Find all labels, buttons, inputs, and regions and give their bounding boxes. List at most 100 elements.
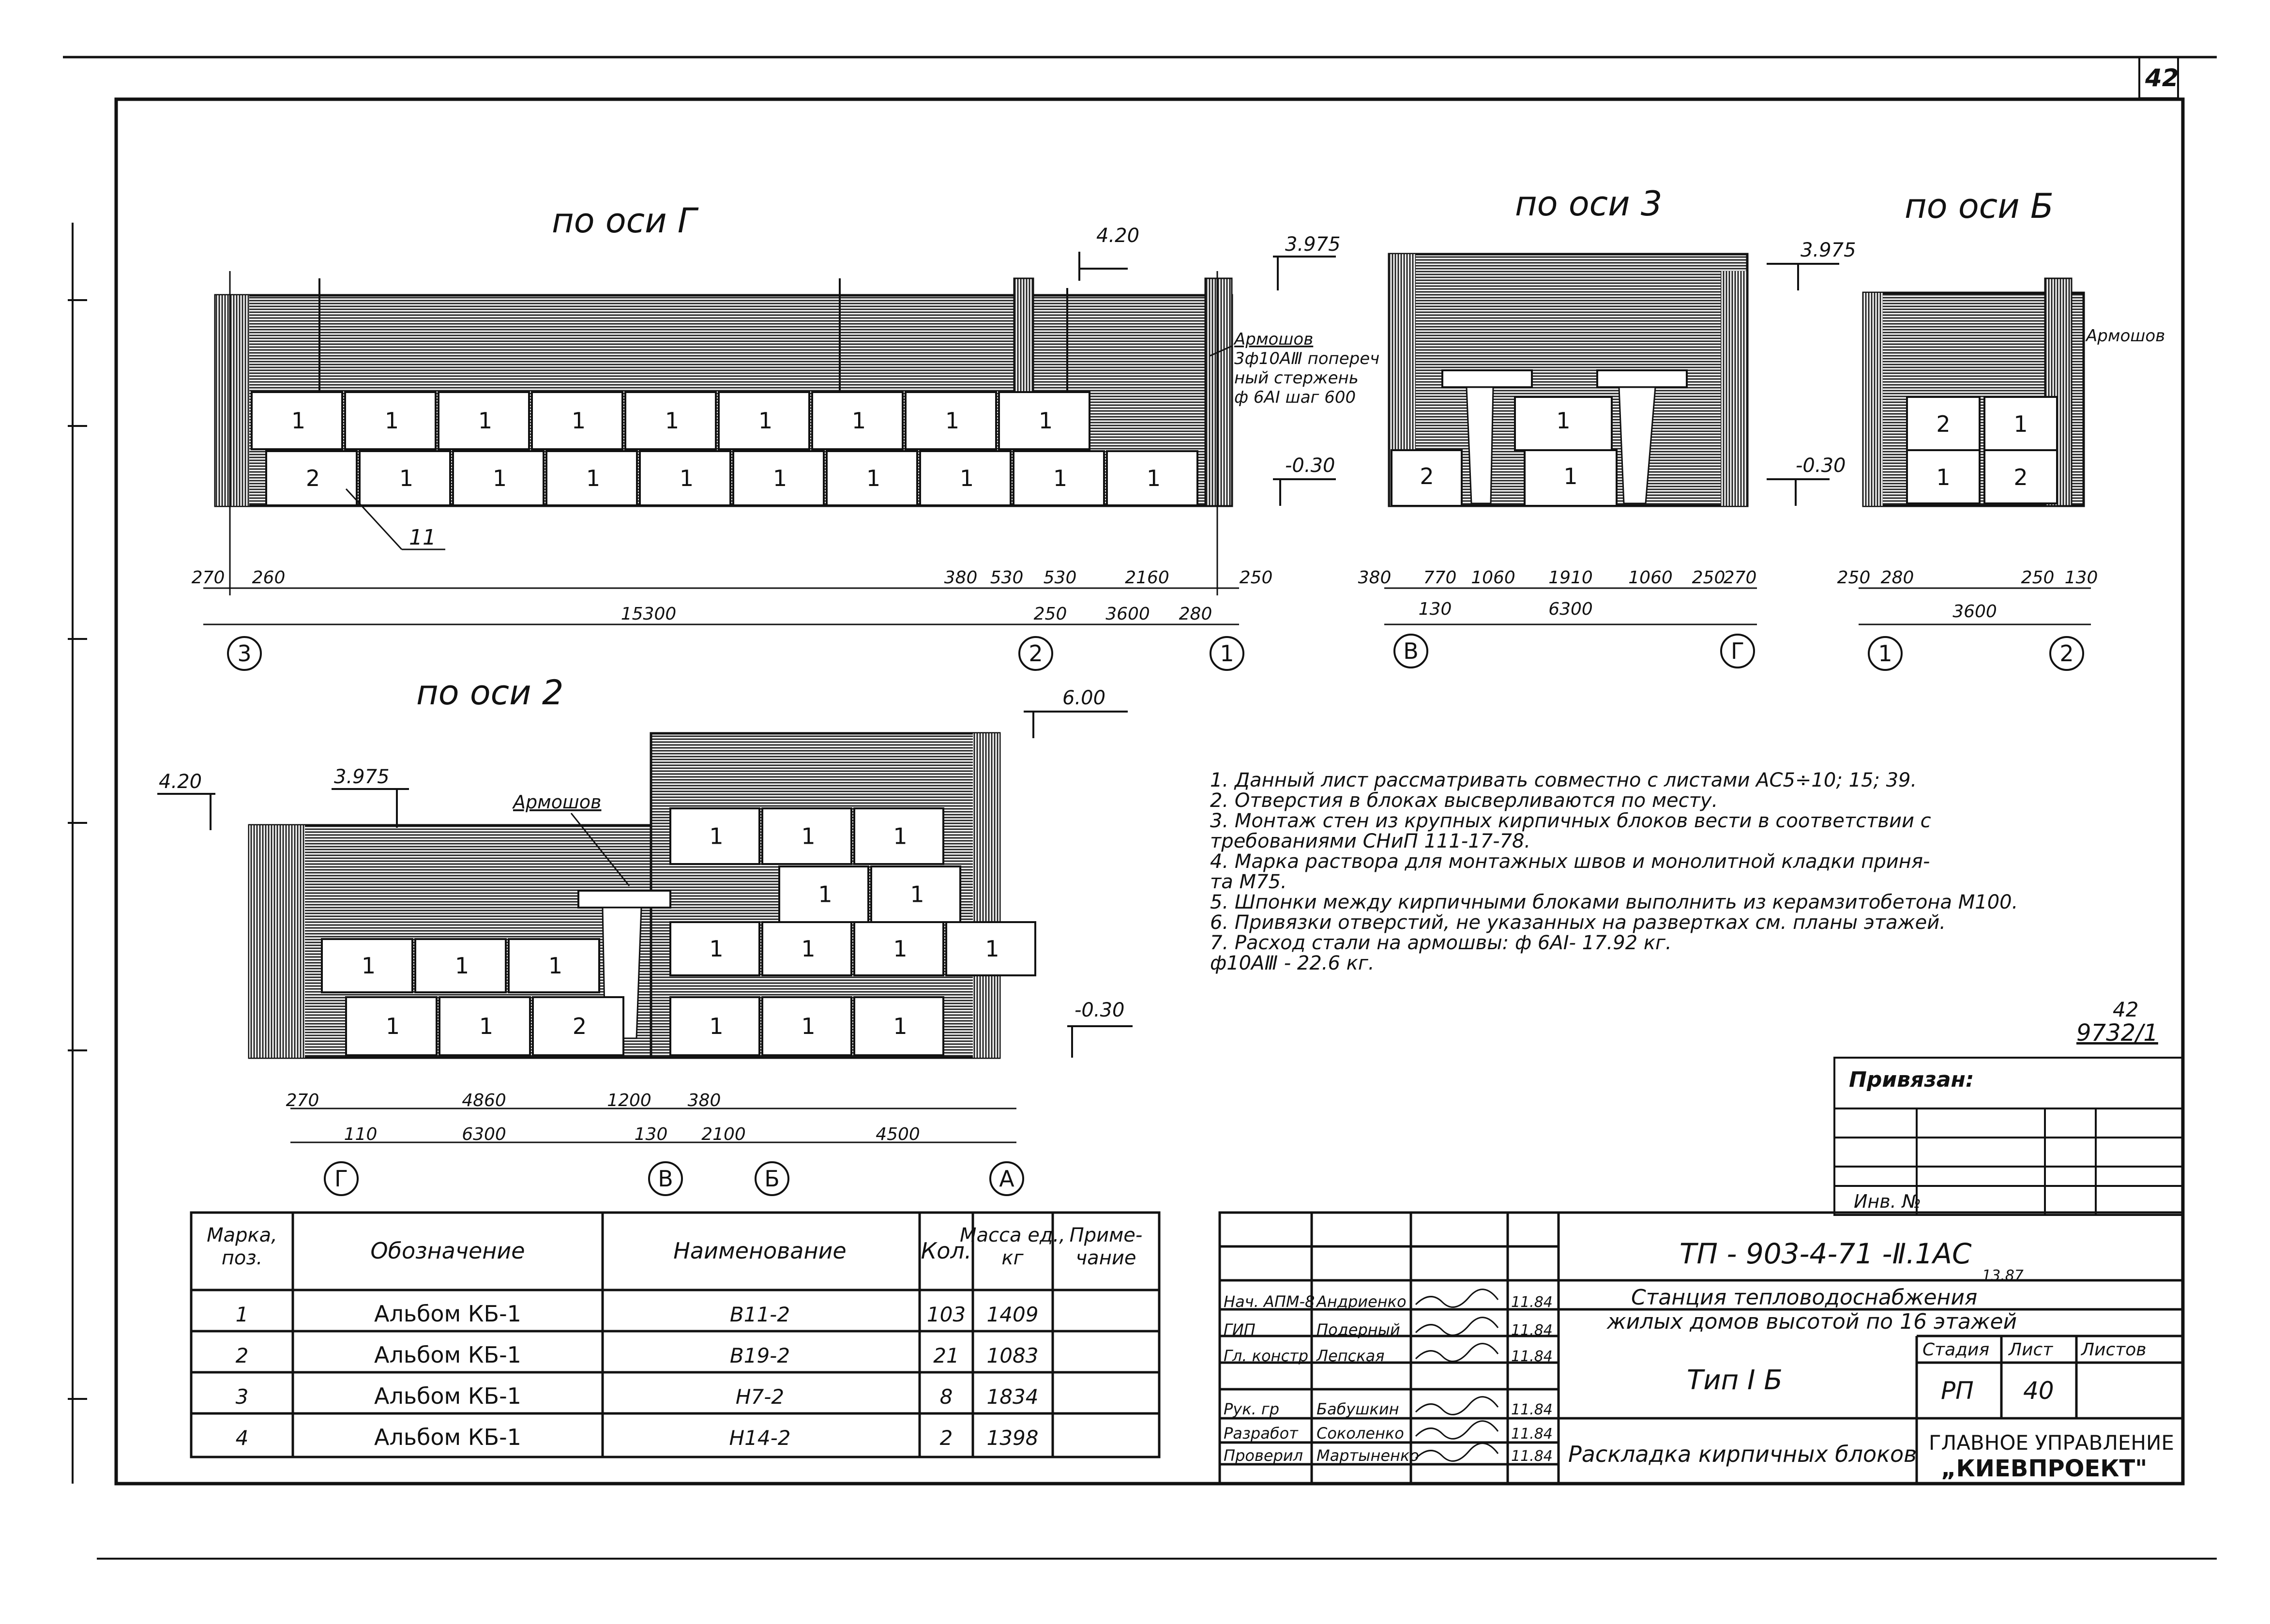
document-subcode: 13.87: [1982, 1267, 2024, 1284]
block-mark: 1: [709, 936, 723, 962]
elevation-marker-left: [157, 793, 215, 830]
brick-block: [545, 450, 638, 506]
dimension-label: 530: [990, 568, 1024, 588]
sheets-header: Листов: [2080, 1340, 2146, 1360]
note-line: 7. Расход стали на армошвы: ф 6АⅠ- 17.92…: [1210, 932, 1672, 954]
table-cell: 1: [236, 1303, 249, 1326]
table-header: Обозначение: [370, 1238, 525, 1264]
block-mark: 1: [910, 881, 924, 908]
dimension-label: 770: [1423, 568, 1457, 588]
block-mark: 1: [985, 936, 999, 962]
axis-label: В: [1403, 638, 1419, 664]
view-title: по оси Г: [552, 201, 699, 241]
axis-label: А: [999, 1166, 1014, 1192]
table-cell: 1398: [987, 1426, 1039, 1450]
elevation-marker-bottom: [1067, 1025, 1133, 1058]
brick-block: [669, 996, 760, 1056]
block-mark: 1: [945, 408, 959, 434]
block-mark: 1: [478, 408, 492, 434]
brick-block: [919, 450, 1012, 506]
block-mark: 1: [2013, 411, 2028, 437]
block-mark: 1: [548, 953, 562, 979]
project-name-1: Станция тепловодоснабжения: [1631, 1285, 1977, 1310]
brick-block: [669, 807, 760, 865]
binding-block: [1833, 1057, 2184, 1216]
brick-block: [998, 391, 1090, 450]
lintel: [577, 890, 671, 909]
elevation-mid: 3.975: [1285, 233, 1341, 256]
note-line: ф10АⅢ - 22.6 кг.: [1210, 952, 1375, 974]
table-cell: Альбом КБ-1: [374, 1383, 521, 1409]
brick-block: [870, 865, 961, 923]
table-header: Масса ед.,: [960, 1224, 1065, 1246]
dimension-label: 250: [1692, 568, 1725, 588]
dimension-label: 530: [1044, 568, 1077, 588]
brick-block: [344, 391, 437, 450]
brick-block: [532, 996, 624, 1056]
elevation-marker-bottom: [1273, 478, 1336, 506]
table-cell: 4: [236, 1426, 249, 1450]
dimension-label: 1060: [1628, 568, 1673, 588]
table-cell: 1083: [987, 1344, 1039, 1367]
brick-block: [761, 996, 852, 1056]
table-header: Кол.: [921, 1238, 972, 1264]
block-mark: 1: [1039, 408, 1053, 434]
axis-bubble: [1210, 636, 1244, 671]
lintel-left: [1441, 369, 1533, 388]
axis-label: 1: [1220, 640, 1234, 667]
margin-marks: [68, 299, 87, 1400]
dimension-label: 4860: [462, 1091, 506, 1110]
stamp-code-a: 42: [2113, 998, 2138, 1021]
axis-label: В: [658, 1166, 673, 1192]
dimension-label: 130: [635, 1124, 668, 1144]
brick-block: [345, 996, 438, 1056]
block-mark: 1: [291, 408, 305, 434]
dimension-label: 250: [1240, 568, 1273, 588]
lintel-right: [1596, 369, 1688, 388]
signature: [1415, 1317, 1499, 1336]
note-line: 6. Привязки отверстий, не указанных на р…: [1210, 911, 1946, 934]
staff-name: Мартыненко: [1317, 1446, 1419, 1465]
block-mark: 2: [2013, 464, 2028, 490]
block-mark: 2: [1936, 411, 1950, 437]
table-cell: Альбом КБ-1: [374, 1424, 521, 1450]
axis-bubble: [755, 1161, 789, 1196]
brick-block: [669, 921, 760, 976]
signature: [1415, 1396, 1499, 1415]
staff-role: Разработ: [1224, 1424, 1299, 1442]
brick-block: [265, 450, 358, 506]
general-notes: 1. Данный лист рассматривать совместно с…: [1210, 769, 2018, 974]
elevation-bottom: -0.30: [1285, 455, 1335, 477]
brick-block: [438, 391, 530, 450]
block-mark: 2: [573, 1013, 587, 1039]
axis-label: Г: [1731, 638, 1744, 664]
block-mark: 1: [866, 465, 880, 491]
staff-role: Нач. АПМ-8: [1224, 1292, 1315, 1311]
svg-text:ный стержень: ный стержень: [1234, 368, 1359, 388]
organization-2: „КИЕВПРОЕКТ": [1941, 1455, 2147, 1482]
signature: [1415, 1343, 1499, 1362]
staff-role: Рук. гр: [1224, 1400, 1279, 1418]
axis-label: 2: [1029, 640, 1043, 667]
staff-date: 11.84: [1511, 1348, 1553, 1365]
axis-label: 2: [2059, 640, 2073, 667]
block-mark: 1: [665, 408, 679, 434]
elevation-marker-top: [1024, 711, 1128, 738]
block-mark: 1: [1936, 464, 1950, 490]
title-block: [1218, 1211, 2184, 1485]
staff-date: 11.84: [1511, 1426, 1553, 1442]
note-line: 3. Монтаж стен из крупных кирпичных блок…: [1210, 810, 1931, 832]
note-line: 5. Шпонки между кирпичными блоками выпол…: [1210, 891, 2018, 913]
table-header: Приме-: [1070, 1224, 1143, 1246]
table-header: кг: [1001, 1247, 1024, 1269]
note-line: 1. Данный лист рассматривать совместно с…: [1210, 769, 1917, 791]
document-code: ТП - 903-4-71 -Ⅱ.1АС: [1680, 1237, 1972, 1270]
dimension-label: 6300: [462, 1124, 506, 1144]
